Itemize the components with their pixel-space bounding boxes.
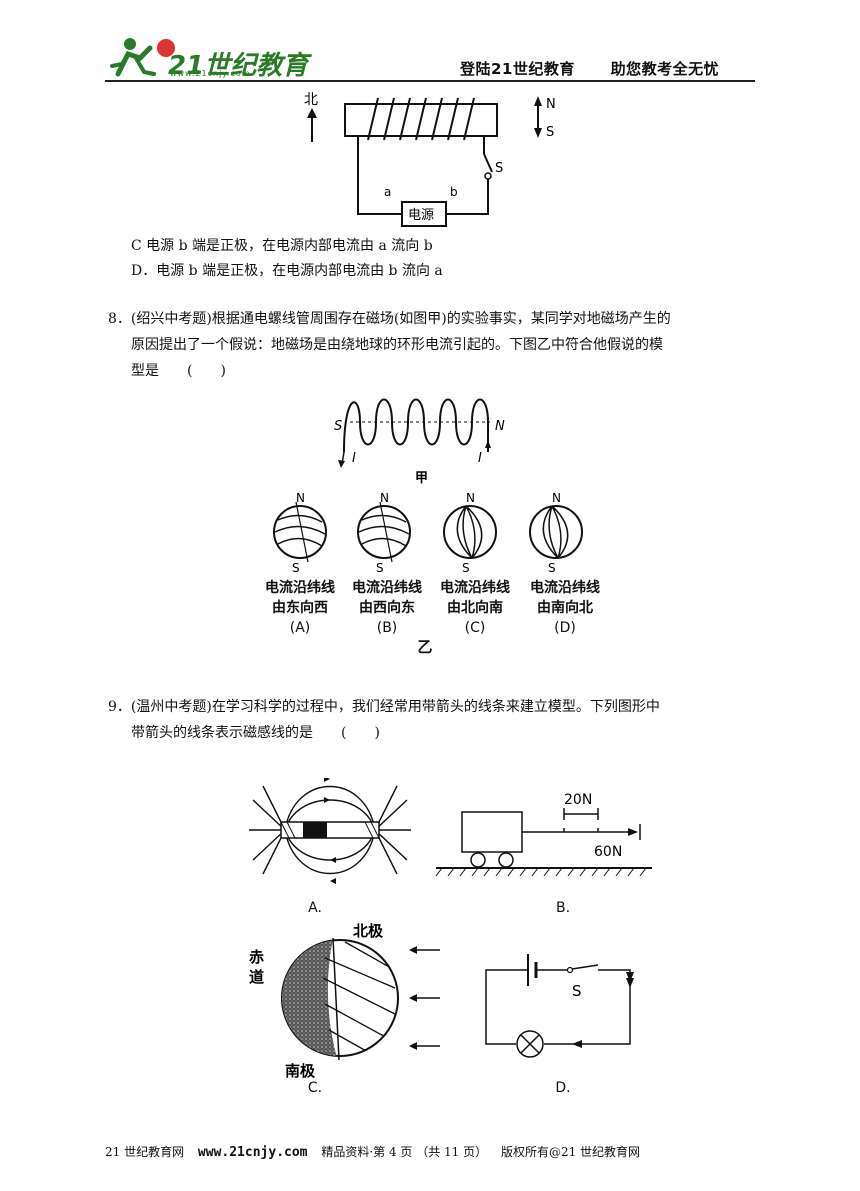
q8-line3: 型是 ( ) — [131, 363, 226, 379]
equator-label-2: 道 — [249, 968, 264, 986]
svg-text:S: S — [292, 561, 300, 575]
scale-label: 20N — [564, 792, 592, 808]
caption-a: A. — [308, 900, 322, 916]
north-pole-label: 北极 — [353, 922, 384, 940]
fig-jia-label: 甲 — [415, 471, 428, 486]
caption-b: B. — [555, 900, 571, 916]
globe-a: N S — [273, 491, 327, 575]
equator-label-1: 赤 — [249, 948, 264, 966]
svg-text:N: N — [296, 491, 305, 505]
apple-icon — [157, 39, 175, 57]
footer: 21 世纪教育网 www.21cnjy.com 精品资料·第 4 页 （共 11… — [105, 1143, 650, 1160]
q9-line2: 带箭头的线条表示磁感线的是 ( ) — [131, 725, 380, 741]
svg-text:S: S — [376, 561, 384, 575]
magnet-field-figure — [249, 778, 411, 884]
globe-b: N S — [357, 491, 411, 575]
coil-s-label: S — [334, 419, 342, 434]
coil-n-label: N — [495, 419, 505, 434]
terminal-b-label: b — [450, 185, 458, 199]
compass-s: S — [546, 125, 554, 140]
solenoid-field-figure: S N I I 甲 — [334, 398, 505, 486]
slogan-left: 登陆21世纪教育 — [460, 60, 575, 78]
footer-url[interactable]: www.21cnjy.com — [197, 1145, 308, 1160]
force-label: 60N — [594, 844, 622, 860]
caption-c: C. — [307, 1080, 323, 1096]
switch-label: S — [495, 161, 503, 176]
svg-text:N: N — [466, 491, 475, 505]
logo-text: 21世纪教育 — [168, 51, 309, 81]
north-label: 北 — [304, 92, 318, 108]
footer-copyright: 版权所有@21 世纪教育网 — [500, 1145, 641, 1159]
power-source-label: 电源 — [408, 208, 434, 223]
logo-icon — [110, 38, 175, 77]
svg-text:S: S — [548, 561, 556, 575]
header-slogan: 登陆21世纪教育 助您教考全无忧 — [460, 58, 749, 79]
lamp-circuit-figure: S — [485, 954, 634, 1058]
q9-line1: 9．(温州中考题)在学习科学的过程中，我们经常用带箭头的线条来建立模型。下列图形… — [108, 699, 660, 715]
q8-line1: 8．(绍兴中考题)根据通电螺线管周围存在磁场(如图甲)的实验事实，某同学对地磁场… — [108, 311, 671, 327]
globe-models-figure: N S N S N S N S — [273, 491, 583, 575]
globe-b-caption: 电流沿纬线 由西向东 (B) — [352, 580, 422, 636]
option-d: D．电源 b 端是正极，在电源内部电流由 b 流向 a — [131, 263, 443, 279]
circuit-switch-label: S — [572, 982, 582, 1000]
header-rule — [105, 80, 755, 82]
solenoid-circuit-figure: 北 S 电源 a b N S — [304, 92, 556, 227]
cart-force-figure: 20N 60N — [435, 792, 652, 877]
south-pole-label: 南极 — [285, 1062, 316, 1078]
globe-a-caption: 电流沿纬线 由东向西 (A) — [265, 580, 335, 636]
logo-url: www.21cnjy.com — [170, 69, 251, 78]
svg-text:N: N — [380, 491, 389, 505]
slogan-right: 助您教考全无忧 — [610, 60, 720, 78]
fig-yi-label: 乙 — [417, 638, 433, 656]
globe-d: N S — [529, 491, 583, 575]
current-left-label: I — [352, 451, 356, 466]
globe-c: N S — [443, 491, 497, 575]
svg-text:S: S — [462, 561, 470, 575]
footer-page-info: 精品资料·第 4 页 （共 11 页） — [321, 1145, 488, 1159]
globe-d-caption: 电流沿纬线 由南向北 (D) — [530, 580, 600, 636]
current-right-label: I — [478, 451, 482, 466]
globe-c-caption: 电流沿纬线 由北向南 (C) — [440, 580, 510, 636]
power-source — [401, 201, 447, 227]
caption-d: D. — [555, 1080, 571, 1096]
option-c: C 电源 b 端是正极，在电源内部电流由 a 流向 b — [131, 238, 433, 254]
q8-line2: 原因提出了一个假说：地磁场是由绕地球的环形电流引起的。下图乙中符合他假说的模 — [131, 337, 663, 353]
terminal-a-label: a — [384, 185, 391, 199]
compass-n: N — [546, 97, 556, 112]
footer-site: 21 世纪教育网 — [105, 1145, 185, 1159]
earth-daylight-figure: 北极 赤 道 南极 — [249, 922, 440, 1078]
svg-text:N: N — [552, 491, 561, 505]
